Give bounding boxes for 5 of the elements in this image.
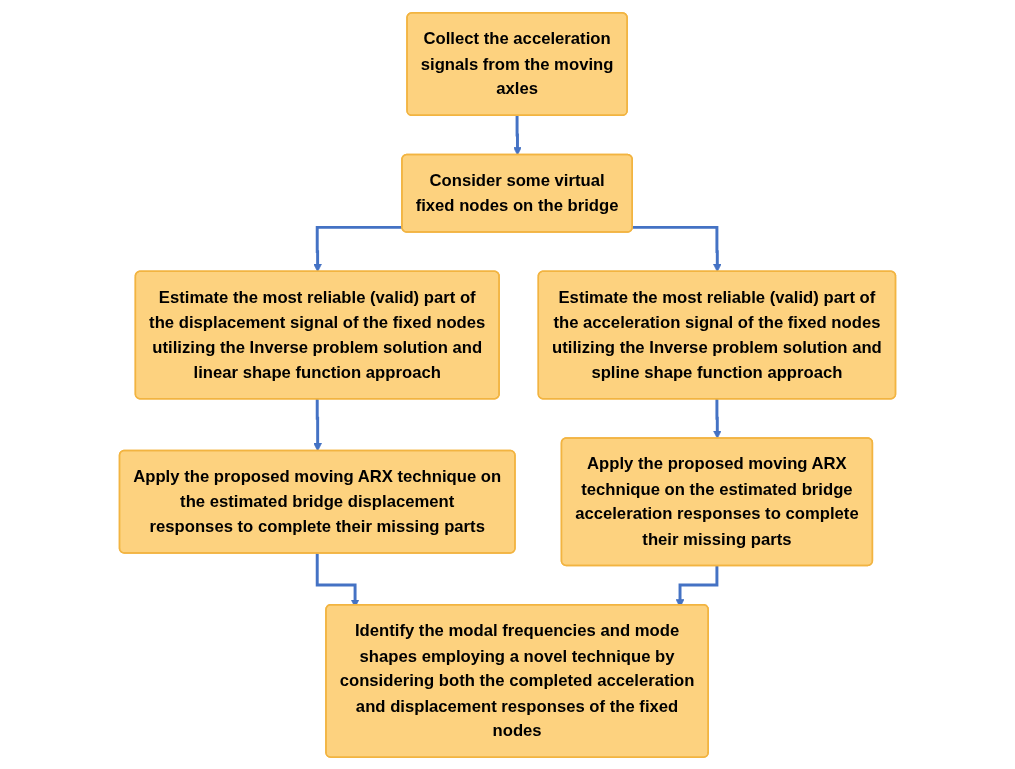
arrow xyxy=(313,225,403,272)
arrow xyxy=(713,397,722,439)
arrow xyxy=(513,113,522,155)
arrow xyxy=(313,397,322,451)
arrow xyxy=(632,225,722,272)
